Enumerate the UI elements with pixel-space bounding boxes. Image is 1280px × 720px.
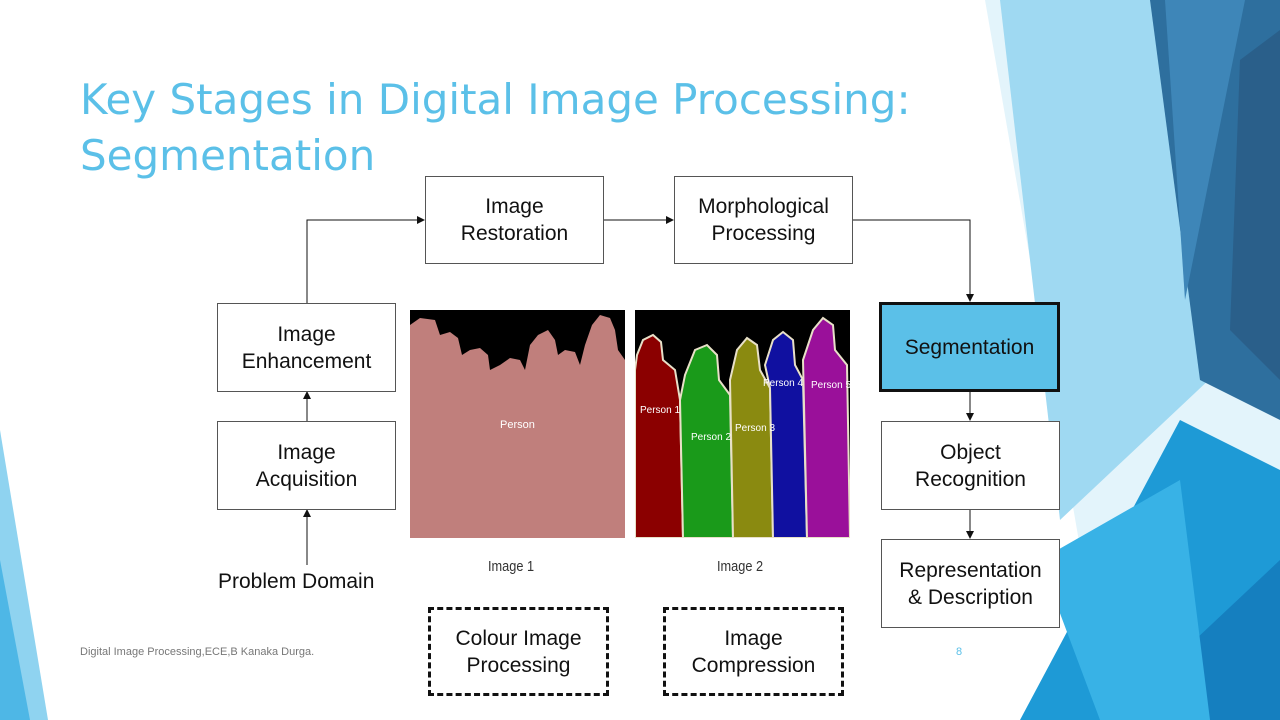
image-compression-box: Image Compression bbox=[663, 607, 844, 696]
morphological-processing-box: Morphological Processing bbox=[674, 176, 853, 264]
object-recognition-box: Object Recognition bbox=[881, 421, 1060, 510]
image-2-person-1-label: Person 1 bbox=[640, 405, 680, 416]
slide-title: Key Stages in Digital Image Processing: … bbox=[80, 72, 960, 184]
image-2-person-4-label: Person 4 bbox=[763, 378, 803, 389]
image-2-caption: Image 2 bbox=[717, 558, 764, 575]
segmentation-box: Segmentation bbox=[879, 302, 1060, 392]
image-acquisition-box: Image Acquisition bbox=[217, 421, 396, 510]
colour-image-processing-box: Colour Image Processing bbox=[428, 607, 609, 696]
image-2-person-2-label: Person 2 bbox=[691, 432, 731, 443]
image-restoration-box: Image Restoration bbox=[425, 176, 604, 264]
image-1-caption: Image 1 bbox=[488, 558, 535, 575]
image-enhancement-box: Image Enhancement bbox=[217, 303, 396, 392]
problem-domain-label: Problem Domain bbox=[218, 570, 375, 593]
representation-description-box: Representation & Description bbox=[881, 539, 1060, 628]
image-1-semantic-segmentation: Person bbox=[410, 310, 625, 538]
image-2-person-3-label: Person 3 bbox=[735, 423, 775, 434]
title-line-1: Key Stages in Digital Image Processing: bbox=[80, 75, 911, 124]
title-line-2: Segmentation bbox=[80, 131, 376, 180]
slide-footer: Digital Image Processing,ECE,B Kanaka Du… bbox=[80, 646, 315, 658]
image-1-person-label: Person bbox=[500, 419, 535, 431]
page-number: 8 bbox=[956, 646, 963, 658]
image-2-person-5-label: Person 5 bbox=[811, 380, 850, 391]
image-2-instance-segmentation: Person 1 Person 2 Person 3 Person 4 Pers… bbox=[635, 310, 850, 538]
